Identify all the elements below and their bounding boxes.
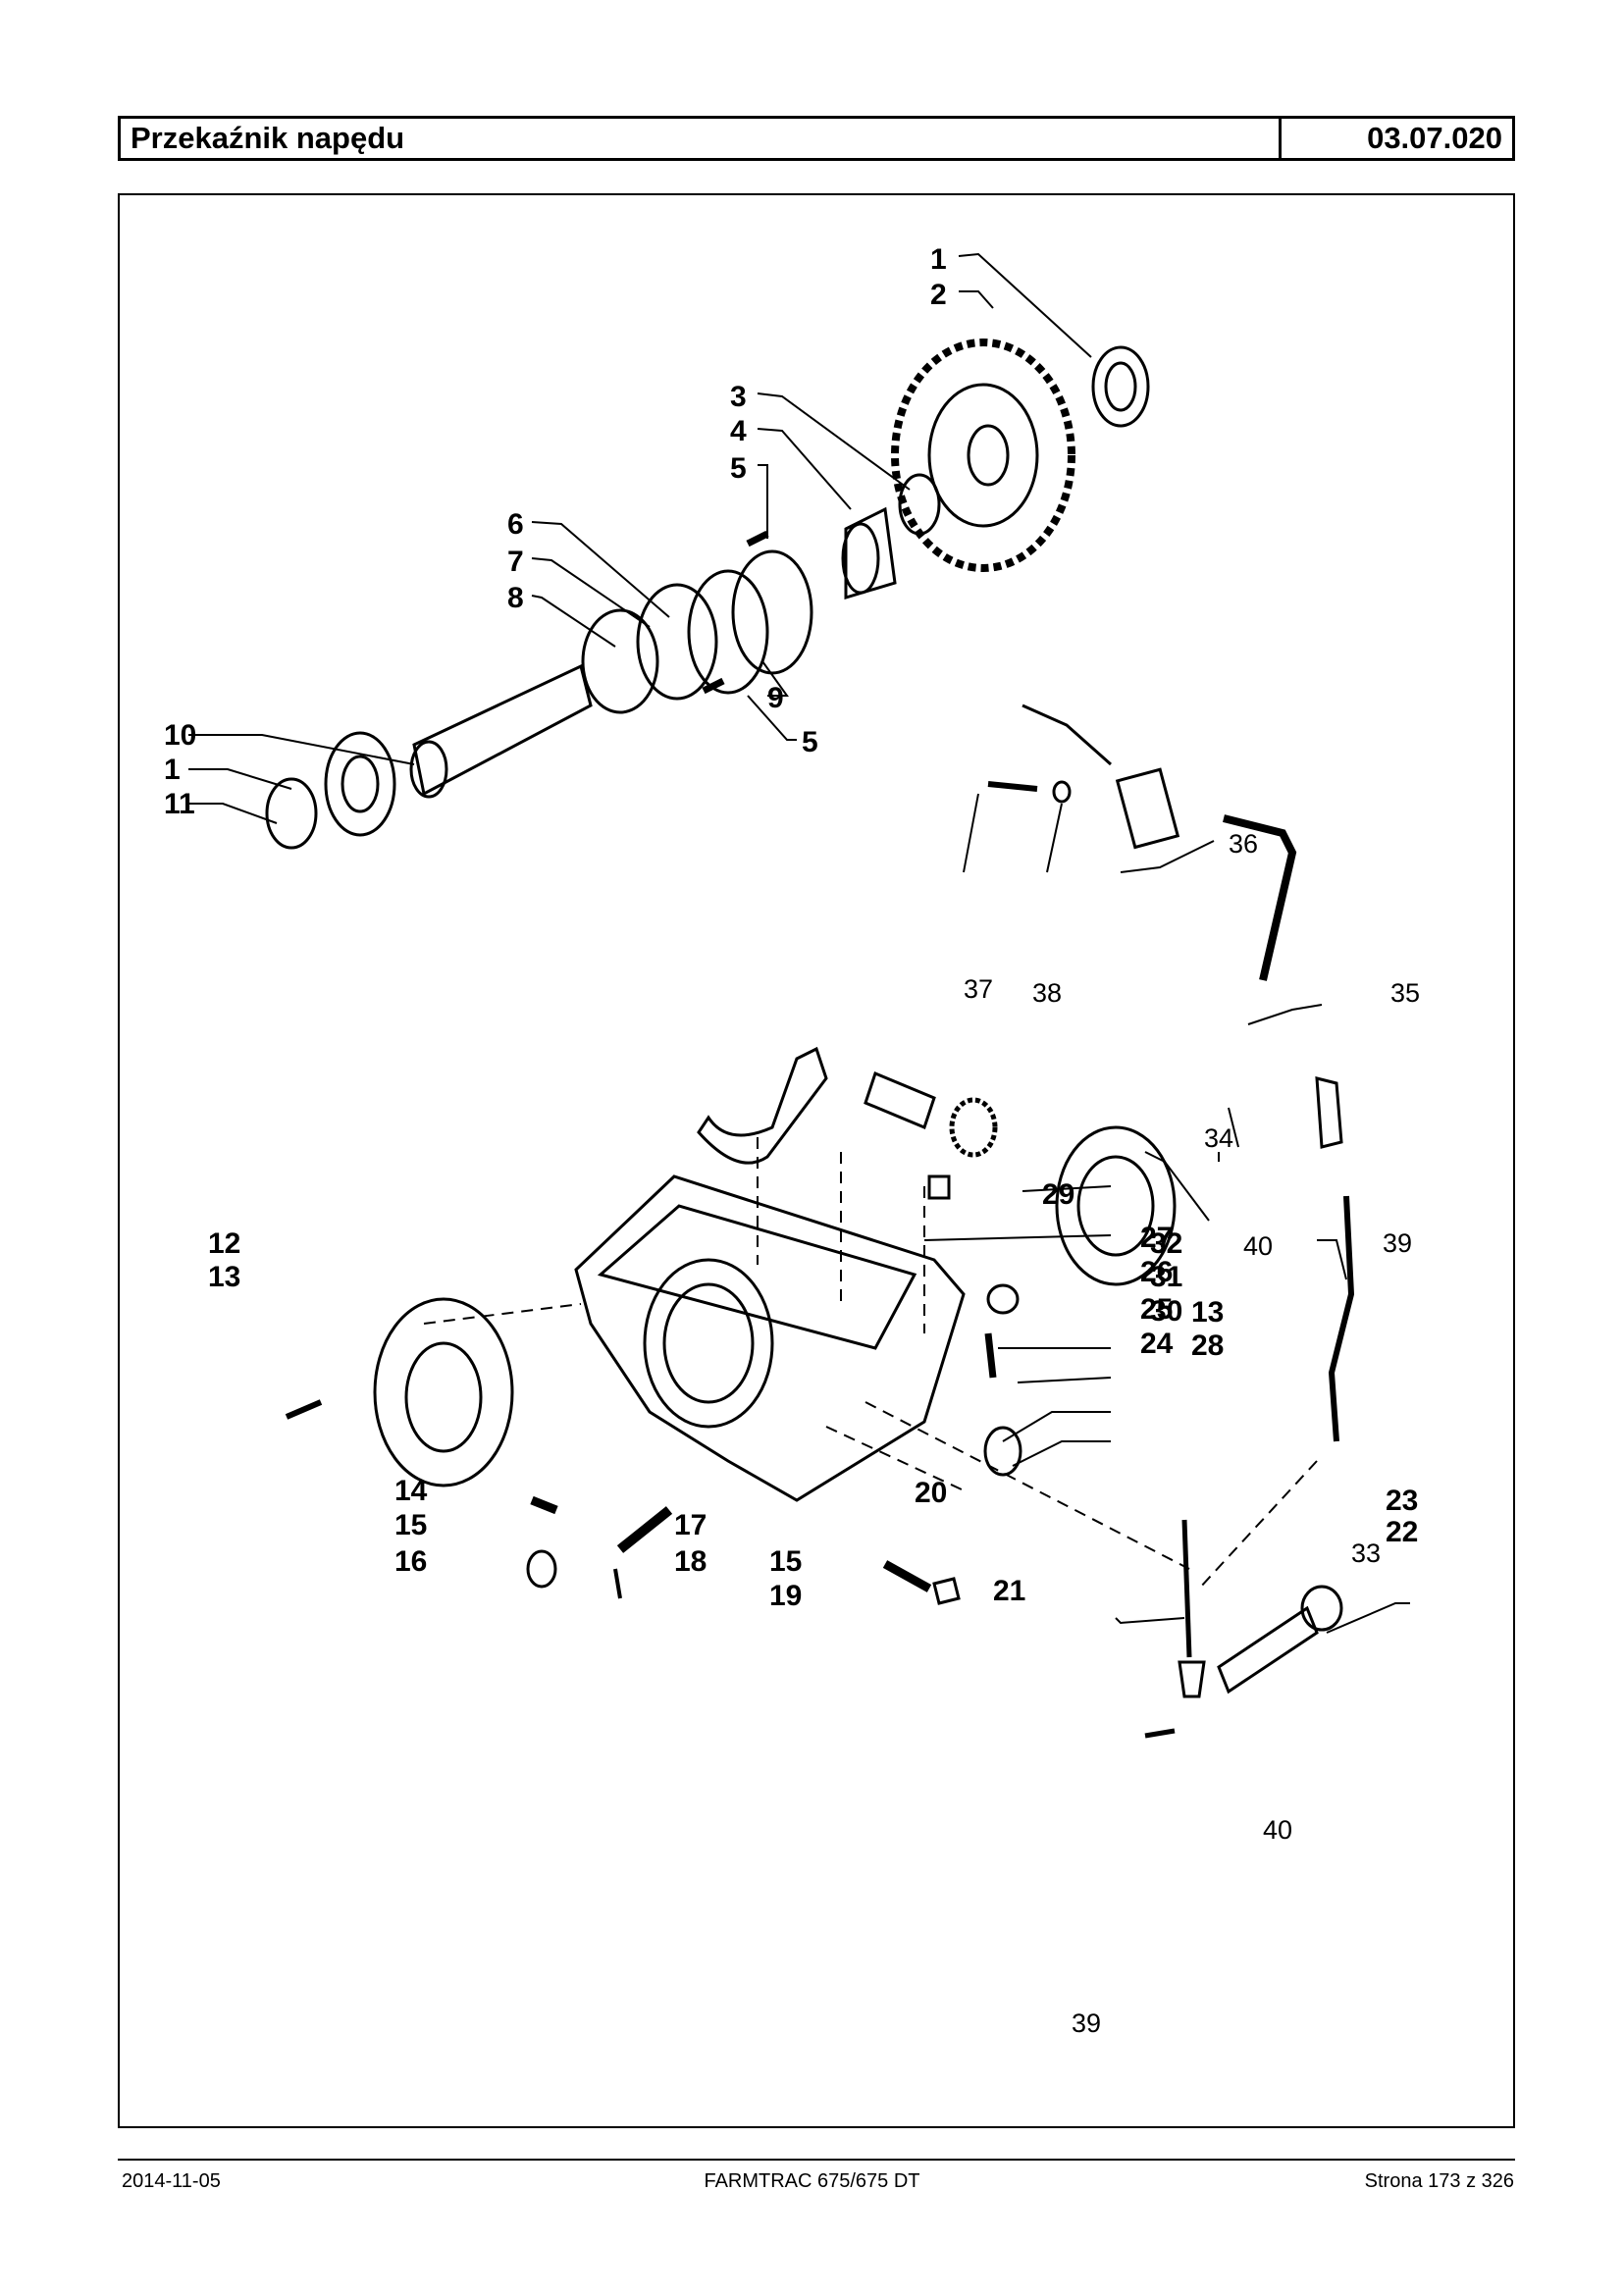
callout-35: 35 — [1390, 978, 1420, 1008]
plug-icon — [927, 1174, 951, 1200]
spring-icon — [746, 530, 769, 548]
callout-29: 29 — [1042, 1178, 1074, 1211]
lever-arm-icon — [1223, 814, 1297, 981]
callout-5-lower: 5 — [802, 726, 818, 758]
gear-icon — [891, 339, 1075, 572]
callout-18: 18 — [674, 1545, 707, 1578]
callout-19: 19 — [769, 1580, 802, 1612]
callout-16: 16 — [394, 1545, 427, 1578]
pin-39-icon — [1144, 1728, 1176, 1739]
callout-28: 28 — [1191, 1330, 1224, 1362]
sleeve-icon — [731, 549, 813, 675]
footer-page-number: Strona 173 z 326 — [1364, 2170, 1514, 2192]
ring-icon — [636, 583, 718, 701]
callout-3: 3 — [730, 381, 747, 413]
callout-8: 8 — [507, 582, 524, 614]
callout-30: 30 — [1150, 1295, 1182, 1328]
callout-24: 24 — [1140, 1328, 1174, 1360]
callout-22: 22 — [1386, 1516, 1418, 1548]
pin-18-icon — [613, 1568, 622, 1599]
shift-fork-icon — [697, 1046, 828, 1165]
callout-36: 36 — [1229, 829, 1258, 859]
callout-11: 11 — [164, 788, 195, 820]
page-title: Przekaźnik napędu — [121, 119, 1282, 158]
section-code: 03.07.020 — [1367, 121, 1502, 155]
threaded-plug-icon — [986, 1283, 1020, 1315]
snap-ring-icon — [898, 473, 941, 536]
callout-7: 7 — [507, 546, 524, 578]
diagram-svg: 1 2 3 4 5 6 7 8 10 1 11 9 5 32 31 30 13 … — [164, 243, 1420, 2038]
bushing-icon — [1115, 767, 1180, 850]
nut-icon — [932, 1577, 961, 1605]
lever-handle-icon — [1022, 704, 1112, 766]
callout-15-left: 15 — [394, 1509, 427, 1541]
callout-1-lower: 1 — [164, 754, 181, 786]
callout-39-upper: 39 — [1383, 1228, 1412, 1258]
exploded-view-diagram: 1 2 3 4 5 6 7 8 10 1 11 9 5 32 31 30 13 … — [118, 193, 1515, 2128]
hub-icon — [844, 506, 897, 600]
callout-20: 20 — [915, 1477, 947, 1509]
footer-model: FARMTRAC 675/675 DT — [704, 2170, 920, 2192]
callout-9: 9 — [767, 682, 784, 714]
callout-37: 37 — [964, 974, 993, 1004]
header-bar: Przekaźnik napędu 03.07.020 — [118, 116, 1515, 161]
shaft-17-icon — [616, 1506, 673, 1553]
callout-12: 12 — [208, 1227, 240, 1260]
callout-25: 25 — [1140, 1293, 1173, 1326]
bearing-top-icon — [1091, 345, 1150, 428]
spring-14-icon — [530, 1495, 558, 1515]
callout-40-upper: 40 — [1243, 1231, 1273, 1261]
clevis-icon — [1315, 1076, 1343, 1149]
callout-23: 23 — [1386, 1485, 1418, 1517]
callout-4: 4 — [730, 415, 747, 447]
callout-1-top: 1 — [930, 243, 947, 276]
callout-21: 21 — [993, 1575, 1025, 1607]
bolt-left-icon — [285, 1399, 323, 1420]
coil-spring-icon — [949, 1097, 998, 1158]
callout-13-left: 13 — [208, 1261, 240, 1293]
flange-icon — [373, 1297, 514, 1487]
callout-26: 26 — [1140, 1256, 1173, 1288]
pin-icon — [864, 1070, 936, 1130]
callout-34: 34 — [1204, 1123, 1233, 1153]
cover-plate-icon — [1055, 1125, 1177, 1286]
callout-13-right: 13 — [1191, 1296, 1224, 1329]
callout-5-top: 5 — [730, 452, 747, 485]
bearing-lower-icon — [324, 731, 396, 837]
callout-27: 27 — [1140, 1222, 1173, 1254]
plug-16-icon — [526, 1549, 557, 1589]
seal-icon — [265, 777, 318, 850]
callout-38: 38 — [1032, 978, 1062, 1008]
footer-date: 2014-11-05 — [122, 2170, 221, 2192]
rod-icon — [1328, 1195, 1355, 1442]
callout-6: 6 — [507, 508, 524, 541]
callout-15-right: 15 — [769, 1545, 802, 1578]
rod-lower-icon — [1181, 1519, 1192, 1658]
circlip-icon — [581, 608, 659, 714]
footer-divider — [118, 2159, 1515, 2161]
lever-22-icon — [1217, 1605, 1319, 1695]
gearbox-housing-icon — [574, 1174, 966, 1502]
cap-screw-icon — [984, 1332, 997, 1379]
callout-31: 31 — [1150, 1261, 1182, 1293]
spring-20-icon — [882, 1560, 932, 1592]
oil-seal-icon — [983, 1426, 1022, 1477]
callout-17: 17 — [674, 1509, 707, 1541]
callout-10: 10 — [164, 719, 196, 752]
callout-14: 14 — [394, 1475, 428, 1507]
washer-icon — [1052, 780, 1072, 804]
shaft-icon — [412, 663, 593, 797]
callout-39-lower: 39 — [1072, 2008, 1101, 2038]
callout-40-lower: 40 — [1263, 1815, 1292, 1845]
callout-32: 32 — [1150, 1227, 1182, 1260]
callout-33: 33 — [1351, 1539, 1381, 1568]
callout-2: 2 — [930, 279, 947, 311]
bolt-icon — [987, 781, 1038, 792]
